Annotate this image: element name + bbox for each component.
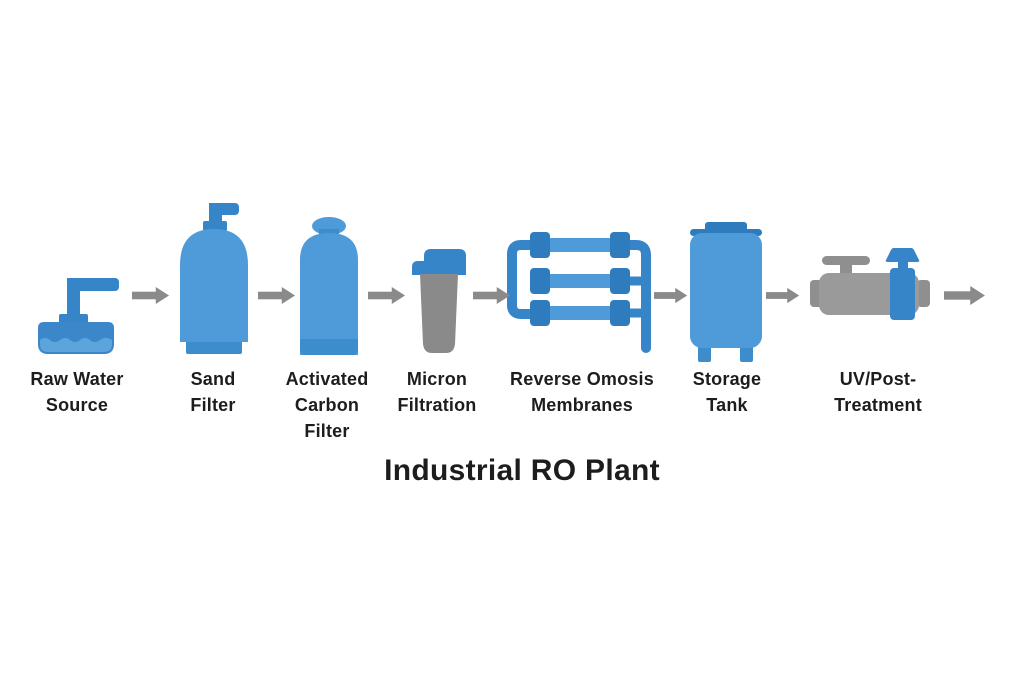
- stage-label-storage-tank: Storage Tank: [692, 369, 762, 415]
- flow-arrow: [368, 286, 406, 305]
- faucet-basin-icon: [38, 278, 119, 354]
- stage-label-reverse-osmosis-membranes: Reverse Omosis Membranes: [510, 369, 654, 415]
- stage-label-sand-filter: Sand Filter: [190, 369, 236, 415]
- pressure-tank-icon: [180, 203, 248, 354]
- flow-arrow: [766, 287, 800, 304]
- flow-arrow: [944, 286, 985, 305]
- membrane-rack-icon: [507, 232, 651, 353]
- flow-arrow: [258, 286, 296, 305]
- flow-arrow: [654, 287, 688, 304]
- cartridge-filter-icon: [412, 249, 466, 353]
- diagram-title: Industrial RO Plant: [384, 454, 660, 487]
- stage-label-uv-post-treatment: UV/Post- Treatment: [834, 369, 922, 415]
- uv-unit-icon: [810, 248, 930, 320]
- stage-label-raw-water-source: Raw Water Source: [30, 369, 124, 415]
- storage-tank-icon: [690, 222, 762, 362]
- flow-arrow: [473, 286, 511, 305]
- stage-label-activated-carbon-filter: Activated Carbon Filter: [285, 369, 369, 441]
- stage-label-micron-filtration: Micron Filtration: [397, 369, 477, 415]
- flow-arrow: [132, 286, 170, 305]
- carbon-tank-icon: [300, 217, 358, 355]
